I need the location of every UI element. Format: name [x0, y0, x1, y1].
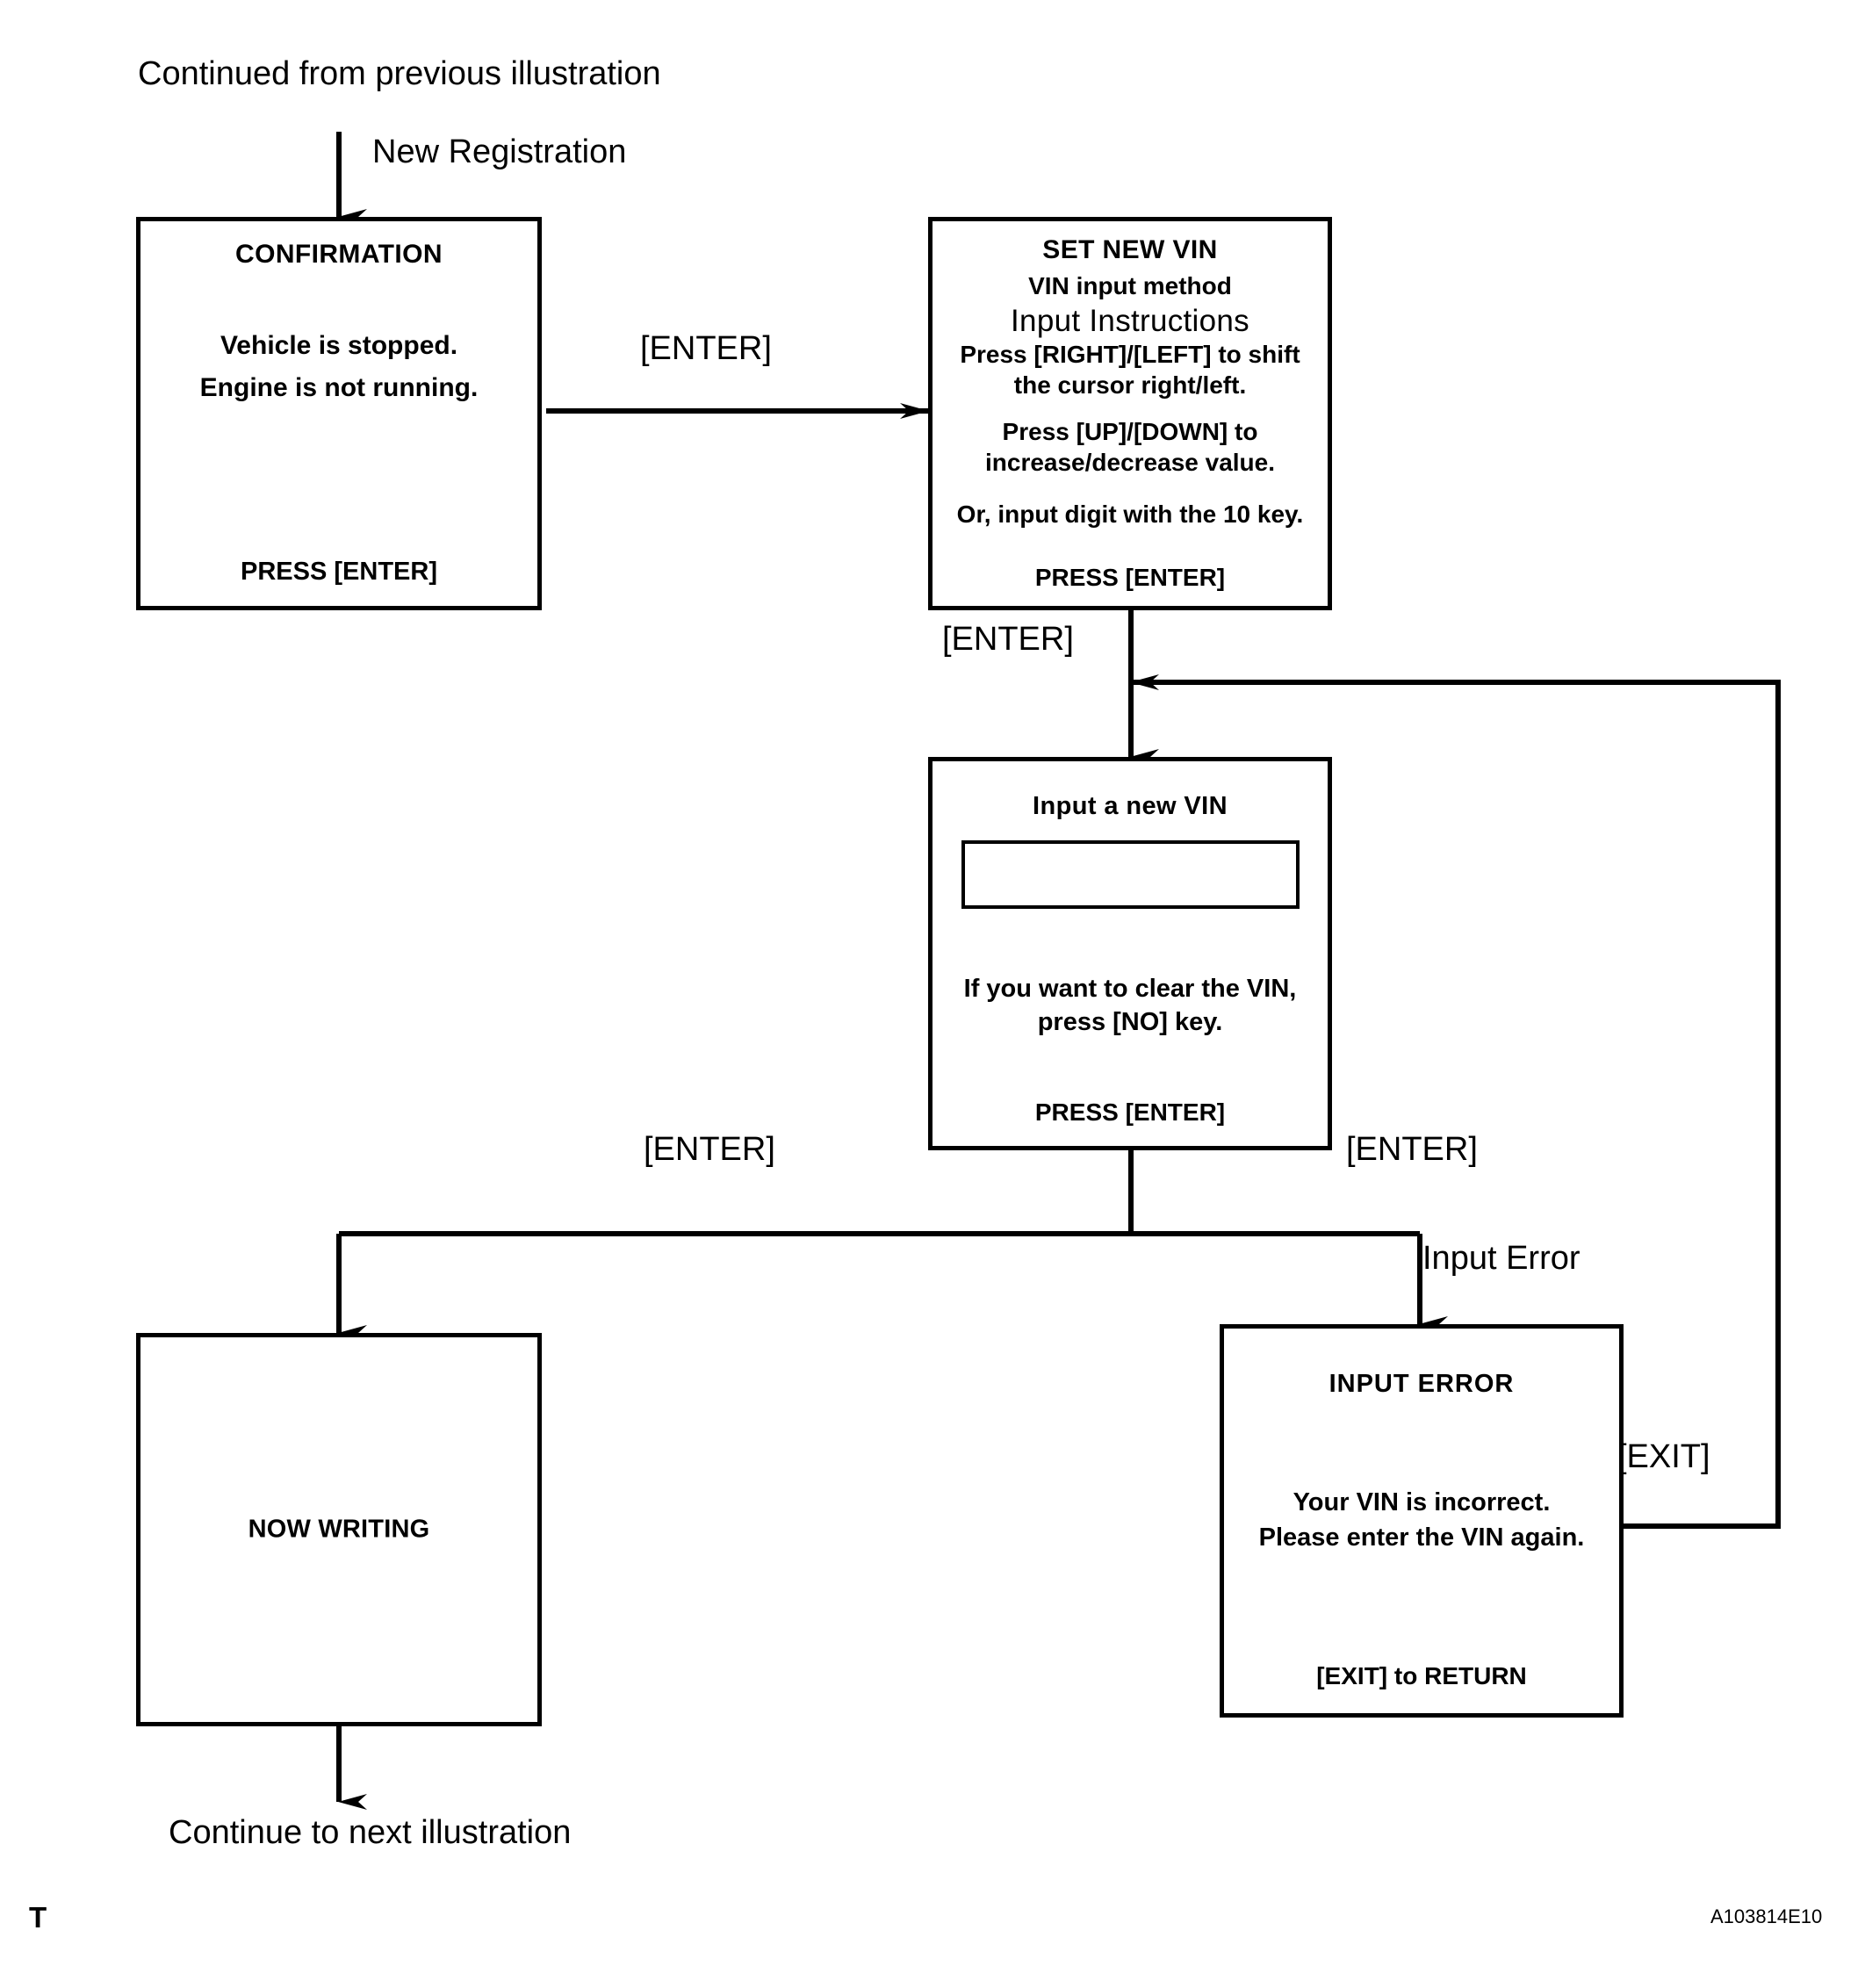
input-error-footer-exit-to-return: [EXIT] to RETURN	[1316, 1662, 1527, 1689]
set-new-vin-instruction-4: increase/decrease value.	[984, 449, 1275, 476]
vin-input-field[interactable]	[961, 840, 1300, 909]
edge-label-exit: [EXIT]	[1617, 1438, 1710, 1475]
screen-box-now-writing: NOW WRITING	[136, 1333, 542, 1726]
edge-label-enter-right-branch: [ENTER]	[1346, 1131, 1478, 1168]
set-new-vin-instructions-heading: Input Instructions	[1011, 304, 1249, 338]
caption-continued-from-previous: Continued from previous illustration	[138, 55, 661, 92]
input-error-title: INPUT ERROR	[1329, 1370, 1515, 1398]
confirmation-line-1: Vehicle is stopped.	[220, 331, 458, 360]
arrow-exit-loopback	[1130, 674, 1781, 1529]
set-new-vin-instruction-5: Or, input digit with the 10 key.	[956, 501, 1304, 528]
input-error-body: Your VIN is incorrect. Please enter the …	[1224, 1485, 1619, 1555]
confirmation-body: Vehicle is stopped. Engine is not runnin…	[140, 325, 537, 409]
input-error-line-1: Your VIN is incorrect.	[1293, 1488, 1551, 1516]
set-new-vin-body: SET NEW VIN VIN input method Input Instr…	[932, 221, 1328, 529]
screen-box-confirmation: CONFIRMATION Vehicle is stopped. Engine …	[136, 217, 542, 610]
screen-box-input-error: INPUT ERROR Your VIN is incorrect. Pleas…	[1220, 1324, 1624, 1718]
corner-mark-t: T	[29, 1901, 47, 1934]
now-writing-label: NOW WRITING	[248, 1515, 430, 1544]
edge-label-enter-left-branch: [ENTER]	[644, 1131, 775, 1168]
screen-box-set-new-vin: SET NEW VIN VIN input method Input Instr…	[928, 217, 1332, 610]
set-new-vin-subtitle: VIN input method	[1028, 272, 1232, 299]
input-new-vin-hint-line-2: press [NO] key.	[1037, 1008, 1223, 1036]
input-new-vin-hint-line-1: If you want to clear the VIN,	[963, 975, 1297, 1003]
set-new-vin-instruction-3: Press [UP]/[DOWN] to	[1002, 418, 1258, 445]
figure-reference-code: A103814E10	[1710, 1905, 1823, 1927]
edge-label-enter-confirmation-to-setnewvin: [ENTER]	[640, 330, 772, 367]
set-new-vin-title: SET NEW VIN	[1042, 235, 1218, 264]
set-new-vin-instruction-1: Press [RIGHT]/[LEFT] to shift	[960, 341, 1300, 368]
input-new-vin-footer-press-enter: PRESS [ENTER]	[1034, 1098, 1226, 1126]
edge-label-input-error: Input Error	[1422, 1240, 1581, 1277]
caption-new-registration: New Registration	[372, 133, 627, 170]
screen-box-input-a-new-vin: Input a new VIN If you want to clear the…	[928, 757, 1332, 1150]
input-error-line-2: Please enter the VIN again.	[1258, 1523, 1585, 1552]
confirmation-title: CONFIRMATION	[235, 240, 443, 269]
edge-label-enter-setnewvin-to-inputvin: [ENTER]	[942, 621, 1074, 658]
set-new-vin-footer-press-enter: PRESS [ENTER]	[1034, 564, 1226, 591]
confirmation-line-2: Engine is not running.	[199, 373, 479, 402]
caption-continue-to-next: Continue to next illustration	[169, 1814, 572, 1851]
confirmation-footer-press-enter: PRESS [ENTER]	[241, 558, 437, 586]
input-new-vin-title: Input a new VIN	[1033, 792, 1228, 820]
input-new-vin-hint: If you want to clear the VIN, press [NO]…	[932, 972, 1328, 1039]
set-new-vin-instruction-2: the cursor right/left.	[1013, 371, 1247, 399]
